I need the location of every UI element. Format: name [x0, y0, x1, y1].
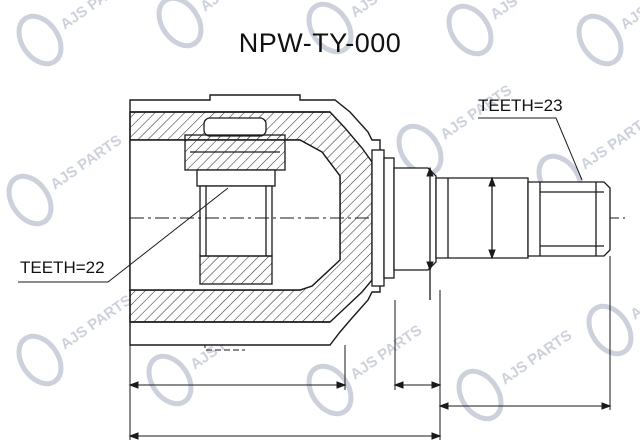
- svg-text:AJS PARTS: AJS PARTS: [57, 292, 135, 354]
- svg-text:AJS PARTS: AJS PARTS: [197, 0, 275, 15]
- svg-text:AJS PARTS: AJS PARTS: [577, 112, 640, 174]
- callout-leaders: [18, 117, 583, 283]
- svg-text:AJS PARTS: AJS PARTS: [627, 262, 640, 324]
- svg-text:AJS PARTS: AJS PARTS: [347, 322, 425, 384]
- svg-text:AJS PARTS: AJS PARTS: [347, 0, 425, 21]
- inner-teeth-callout: TEETH=22: [20, 258, 105, 277]
- watermark-badge: AJS PARTS: [6, 132, 125, 227]
- watermark-badge: AJS PARTS: [456, 327, 575, 422]
- part-number-title: NPW-TY-000: [238, 28, 402, 58]
- tripod-roller: [184, 117, 286, 285]
- outer-teeth-callout: TEETH=23: [478, 96, 563, 115]
- watermark-badge: AJS PARTS: [16, 292, 135, 387]
- watermark-badge: AJS PARTS: [396, 82, 515, 177]
- splined-shaft: [435, 177, 611, 259]
- shaft-neck: [371, 149, 437, 300]
- svg-text:AJS PARTS: AJS PARTS: [47, 132, 125, 194]
- svg-text:AJS PARTS: AJS PARTS: [497, 327, 575, 389]
- dimension-lines: [128, 166, 612, 440]
- svg-text:AJS PARTS: AJS PARTS: [487, 0, 565, 23]
